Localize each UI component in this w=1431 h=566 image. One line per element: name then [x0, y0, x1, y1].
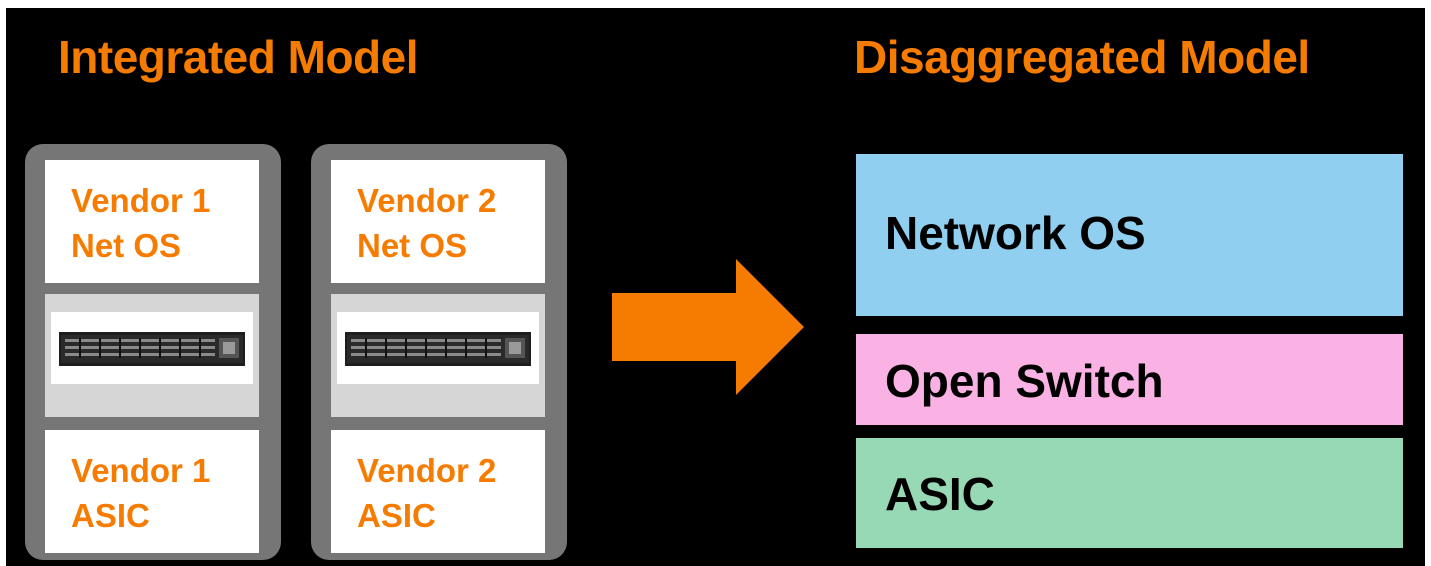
asic-label: ASIC — [71, 497, 150, 534]
vendor-1-switch-hardware — [45, 294, 259, 417]
vendor-1-asic-box: Vendor 1 ASIC — [45, 430, 259, 553]
asic-label: ASIC — [357, 497, 436, 534]
open-switch-layer: Open Switch — [856, 334, 1403, 425]
vendor-1-stack: Vendor 1 Net OS — [25, 144, 281, 560]
vendor-1-asic-label: Vendor 1 — [71, 452, 211, 489]
vendor-2-asic-box: Vendor 2 ASIC — [331, 430, 545, 553]
integrated-model-title: Integrated Model — [58, 31, 419, 83]
vendor-2-os-label: Vendor 2 — [357, 182, 497, 219]
vendor-2-net-os-box: Vendor 2 Net OS — [331, 160, 545, 283]
network-switch-icon — [51, 312, 253, 384]
vendor-2-asic-label: Vendor 2 — [357, 452, 497, 489]
network-os-label: Network OS — [885, 207, 1146, 259]
vendor-2-stack: Vendor 2 Net OS — [311, 144, 567, 560]
slide: Integrated Model Disaggregated Model Ven… — [6, 8, 1425, 566]
disaggregated-model-title: Disaggregated Model — [854, 31, 1310, 83]
right-arrow-icon — [606, 259, 806, 400]
network-os-layer: Network OS — [856, 154, 1403, 316]
network-switch-icon — [337, 312, 539, 384]
asic-layer-label: ASIC — [885, 468, 995, 520]
vendor-1-os-label: Vendor 1 — [71, 182, 211, 219]
net-os-label: Net OS — [71, 227, 182, 264]
open-switch-label: Open Switch — [885, 355, 1164, 407]
vendor-2-switch-hardware — [331, 294, 545, 417]
asic-layer: ASIC — [856, 438, 1403, 548]
vendor-1-net-os-box: Vendor 1 Net OS — [45, 160, 259, 283]
net-os-label: Net OS — [357, 227, 468, 264]
